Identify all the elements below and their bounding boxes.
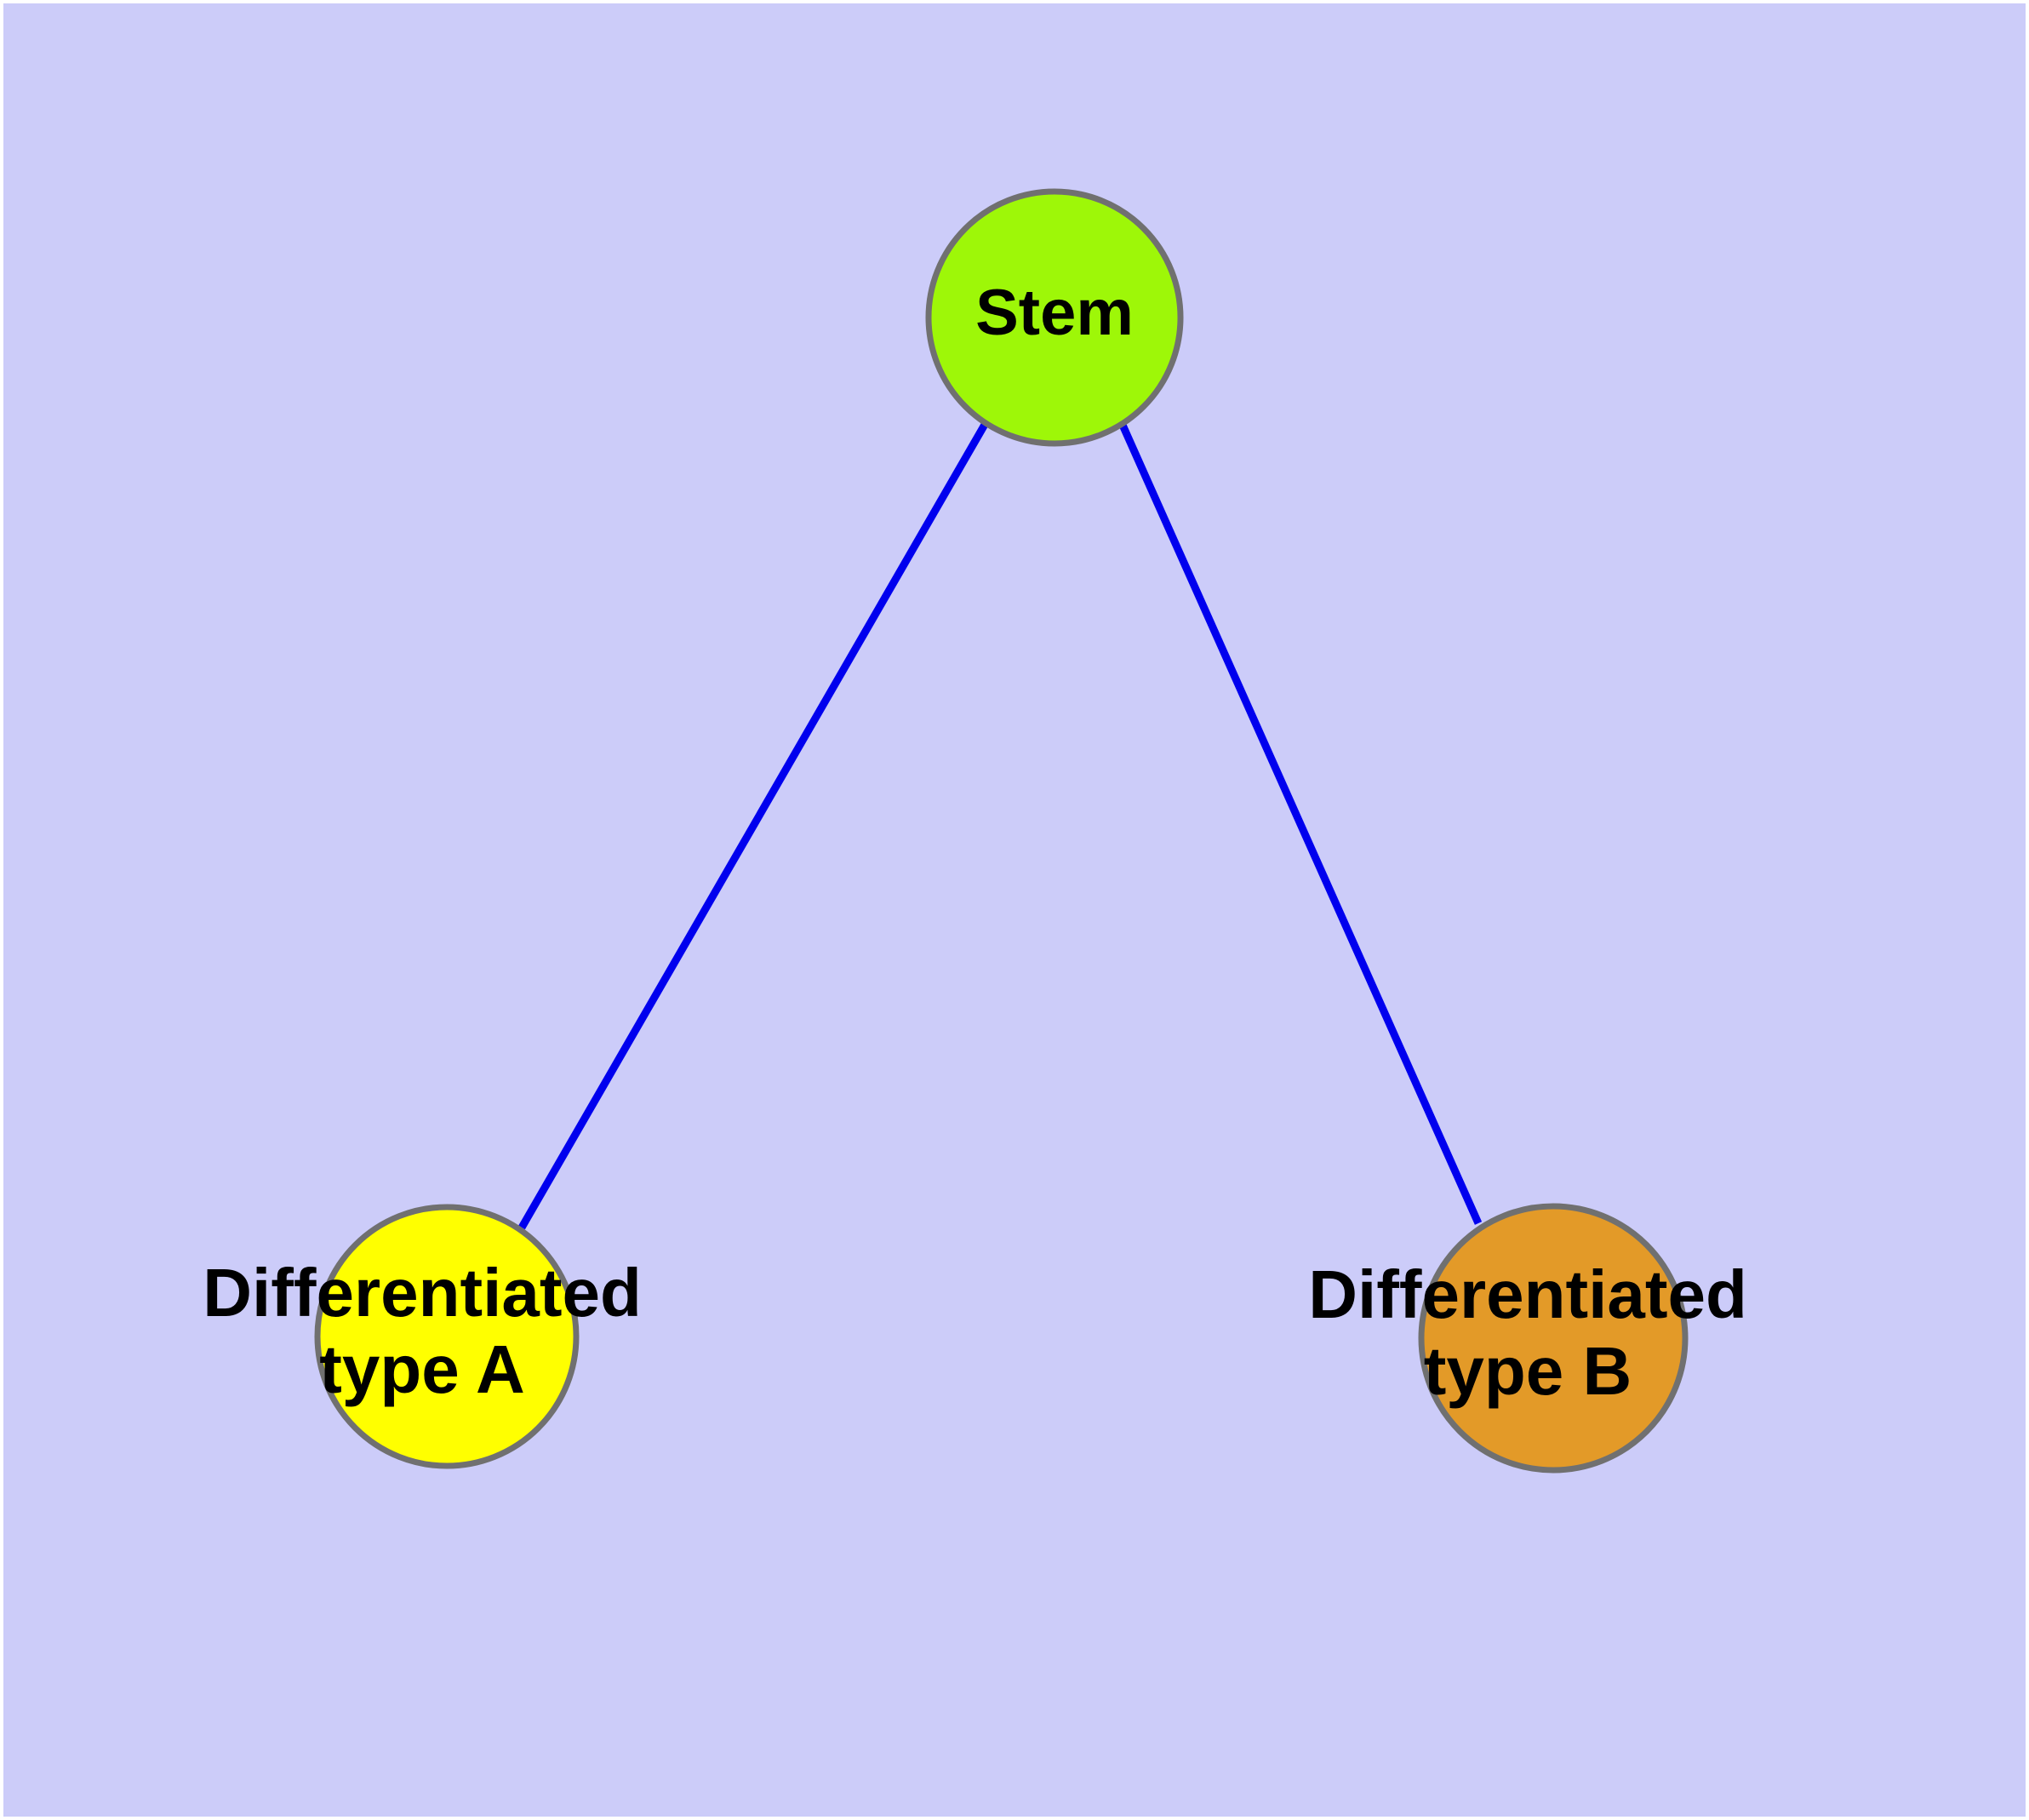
node-label-line: Differentiated (1308, 1256, 1747, 1332)
node-diff_a[interactable] (314, 1204, 580, 1469)
edge-stem-to-diff-a[interactable] (518, 421, 989, 1230)
node-label-line: Differentiated (203, 1255, 642, 1331)
node-stem[interactable] (925, 188, 1184, 447)
node-label-stem: Stem (975, 277, 1134, 349)
node-label-line: type A (319, 1331, 525, 1407)
node-label-line: type B (1424, 1333, 1632, 1409)
nodes-group (314, 188, 1689, 1474)
node-diff_b[interactable] (1418, 1203, 1689, 1474)
edge-stem-to-diff-b[interactable] (1117, 421, 1483, 1225)
edges-group (518, 421, 1483, 1230)
node-label-line: Stem (975, 277, 1134, 349)
